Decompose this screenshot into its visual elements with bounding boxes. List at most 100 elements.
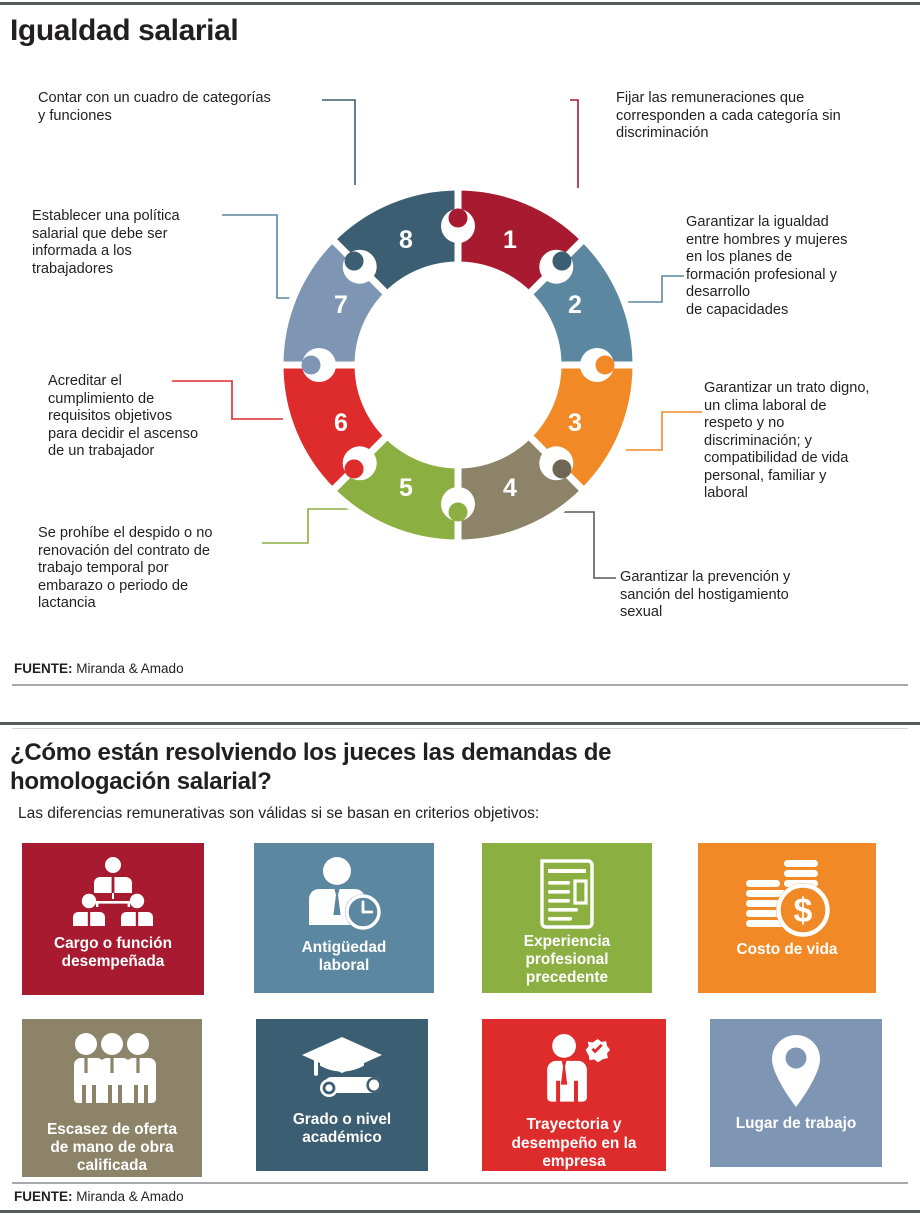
callout-5-line-2: renovación del contrato de [38,542,210,559]
criteria-tile-label: Trayectoria y desempeño en la empresa [506,1116,643,1171]
criteria-tile-cargo-o-funcion[interactable]: Cargo o función desempeñada [22,843,204,995]
criteria-tile-label: Lugar de trabajo [730,1115,863,1133]
callout-2-line-1: Garantizar la igualdad [686,214,829,230]
callout-7-line-2: salarial que debe ser [32,225,168,242]
source-value-1: Miranda & Amado [76,661,184,676]
tile-1-line-2: desempeñada [61,953,165,971]
callout-4: Garantizar la prevención y sanción del h… [620,569,860,622]
callout-4-line-1: Garantizar la prevención y [620,569,791,585]
callout-5-line-1: Se prohíbe el despido o no [38,525,213,541]
person-clock-icon [309,857,381,930]
source-divider-1 [12,684,908,686]
puzzle-knob-7-8 [342,249,377,284]
svg-text:$: $ [794,892,813,930]
puzzle-knob-1-2 [539,249,574,284]
callout-1-line-2: corresponden a cada categoría sin [616,107,841,124]
callout-5: Se prohíbe el despido o no renovación de… [38,525,268,613]
section-divider [0,722,920,725]
criteria-tile-grado-academico[interactable]: Grado o nivel académico [256,1019,428,1171]
criteria-tile-escasez-mano-de-obra[interactable]: Escasez de oferta de mano de obra califi… [22,1019,202,1177]
graduation-cap-diploma-icon [302,1037,382,1097]
tile-3-line-2: profesional [525,951,609,969]
callout-3-line-7: laboral [704,485,748,501]
puzzle-knob-3-4 [539,446,574,481]
criteria-tile-costo-de-vida[interactable]: $ Costo de vida [698,843,876,993]
criteria-tile-label: Antigüedad laboral [296,939,393,975]
section2-title: ¿Cómo están resolviendo los jueces las d… [10,738,850,797]
callout-2-line-2: entre hombres y mujeres [686,231,848,248]
source-note-2: FUENTE: Miranda & Amado [14,1189,184,1204]
tile-3-line-3: precedente [525,969,609,987]
tile-5-line-3: calificada [76,1157,148,1175]
tile-1-line-1: Cargo o función [54,935,172,952]
tile-7-line-3: empresa [542,1152,606,1170]
callout-5-line-4: embarazo o periodo de [38,577,189,594]
puzzle-knob-4-5 [441,487,475,522]
callout-1-line-1: Fijar las remuneraciones que [616,90,805,106]
criteria-tile-lugar-de-trabajo[interactable]: Lugar de trabajo [710,1019,882,1167]
callout-3-line-2: un clima laboral de [704,397,827,414]
criteria-tile-label: Escasez de oferta de mano de obra califi… [41,1121,183,1176]
source-label-1: FUENTE: [14,661,73,676]
callout-5-line-5: lactancia [38,595,96,611]
callout-6-line-4: para decidir el ascenso [48,425,199,442]
callout-3-line-6: personal, familiar y [704,467,827,484]
callout-6-line-3: requisitos objetivos [48,408,173,424]
callout-1: Fijar las remuneraciones que corresponde… [616,90,906,143]
tile-6-line-1: Grado o nivel [292,1111,392,1128]
tile-5-line-1: Escasez de oferta [46,1121,178,1138]
top-divider [0,2,920,5]
map-pin-icon [772,1035,820,1107]
puzzle-wheel-diagram: 1 2 3 4 5 6 7 8 [276,183,640,547]
tile-3-line-1: Experiencia [523,933,611,950]
criteria-tile-experiencia-profesional[interactable]: Experiencia profesional precedente [482,843,652,993]
criteria-tile-label: Costo de vida [731,941,844,959]
criteria-tiles-row-1: Cargo o función desempeñada [22,843,876,995]
callout-5-line-3: trabajo temporal por [38,560,169,576]
bottom-divider [0,1210,920,1213]
leader-lines [172,99,702,579]
puzzle-knob-8-1 [441,208,475,243]
source-note-1: FUENTE: Miranda & Amado [14,661,184,676]
source-label-2: FUENTE: [14,1189,73,1204]
tile-5-line-2: de mano de obra [50,1139,174,1157]
callout-4-line-3: sexual [620,604,663,620]
callout-7-line-1: Establecer una política [32,208,180,224]
callout-2-line-4: formación profesional y [686,266,837,283]
wheel-number-5: 5 [399,474,413,502]
section2-title-line-2: homologación salarial? [10,768,272,796]
callout-7: Establecer una política salarial que deb… [32,208,232,278]
criteria-tile-label: Grado o nivel académico [287,1111,397,1147]
criteria-tile-antiguedad-laboral[interactable]: Antigüedad laboral [254,843,434,993]
criteria-tile-trayectoria-desempeno[interactable]: Trayectoria y desempeño en la empresa [482,1019,666,1171]
tile-2-line-1: Antigüedad [301,939,387,956]
coins-dollar-icon: $ [746,860,830,937]
callout-2: Garantizar la igualdad entre hombres y m… [686,214,916,319]
wheel-number-8: 8 [399,226,413,254]
callout-3-line-1: Garantizar un trato digno, [704,380,870,396]
puzzle-knob-5-6 [342,446,377,481]
callout-8-line-1: Contar con un cuadro de categorías [38,90,271,106]
callout-7-line-3: informada a los [32,243,132,259]
callout-6-line-5: de un trabajador [48,443,155,459]
wheel-number-2: 2 [568,291,582,319]
criteria-tile-label: Cargo o función desempeñada [48,935,178,971]
puzzle-knob-6-7 [301,348,336,382]
tile-7-line-2: desempeño en la [511,1134,637,1152]
criteria-tiles-row-2: Escasez de oferta de mano de obra califi… [22,1019,882,1177]
callout-3: Garantizar un trato digno, un clima labo… [704,380,920,503]
three-workers-icon [74,1033,156,1103]
wheel-number-1: 1 [503,226,517,254]
callout-2-line-5: desarrollo [686,284,751,300]
tile-8-line-1: Lugar de trabajo [735,1115,857,1132]
tile-4-line-1: Costo de vida [736,941,838,958]
wheel-number-3: 3 [568,409,582,437]
callout-3-line-3: respeto y no [704,415,785,431]
document-resume-icon [540,859,594,929]
callout-3-line-4: discriminación; y [704,432,812,449]
callout-8-line-2: y funciones [38,107,112,124]
callout-6-line-2: cumplimiento de [48,390,155,407]
section-divider-thin [12,728,908,729]
callout-4-line-2: sanción del hostigamiento [620,586,789,603]
